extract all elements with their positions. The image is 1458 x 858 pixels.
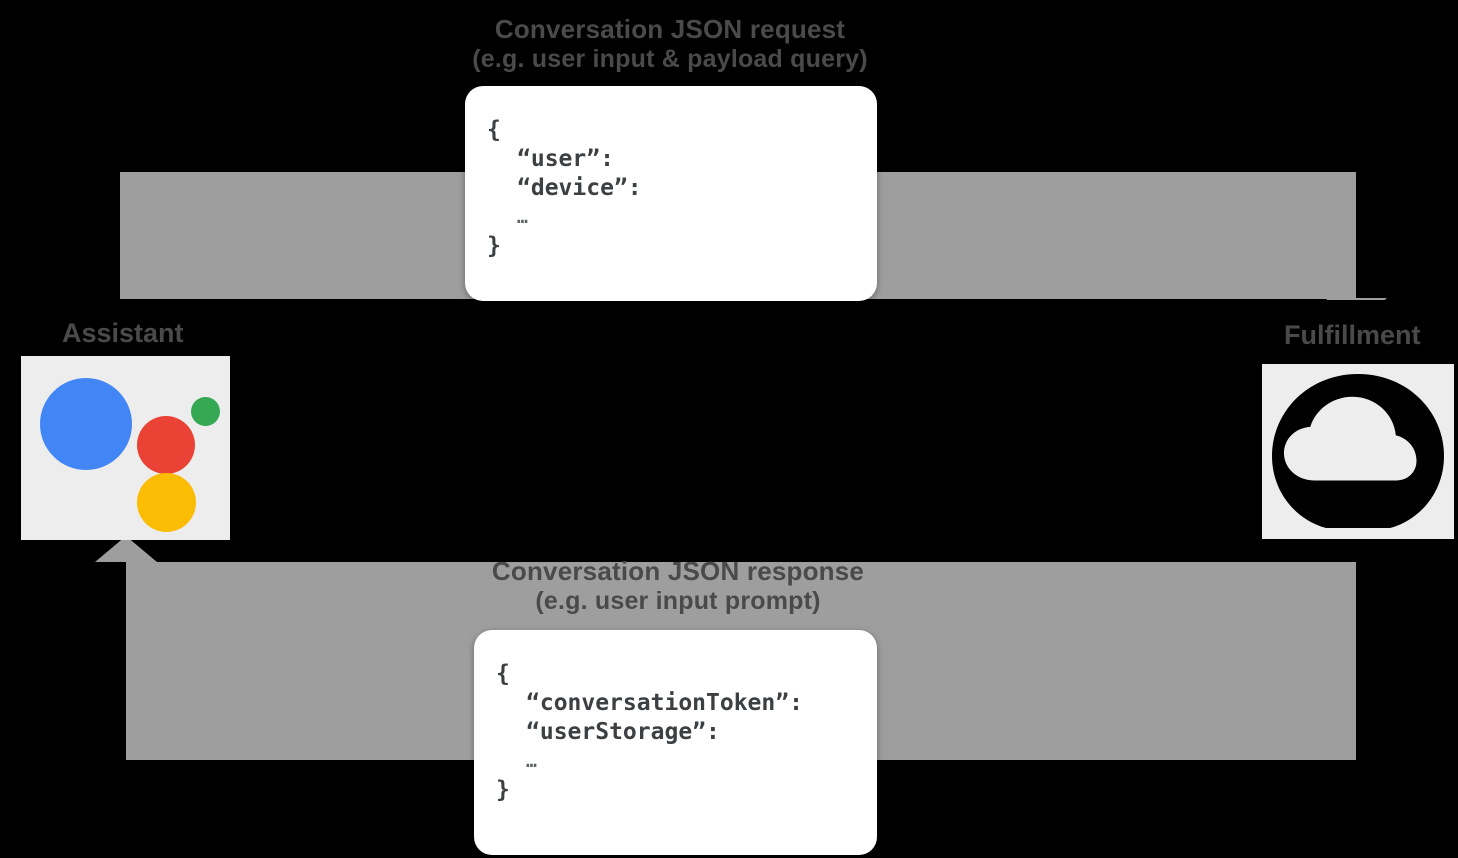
json-open-brace: { xyxy=(487,117,501,143)
fulfillment-node-caption: Fulfillment xyxy=(1284,320,1421,350)
json-ellipsis: … xyxy=(526,751,537,772)
response-flow-title: Conversation JSON response xyxy=(491,556,865,586)
request-json-bubble: { “user”: “device”: … } xyxy=(465,86,877,301)
json-close-brace: } xyxy=(496,777,510,803)
assistant-dot-blue-icon xyxy=(40,378,132,470)
json-field: “user”: xyxy=(517,146,614,172)
json-open-brace: { xyxy=(496,661,510,687)
response-flow-label: Conversation JSON response (e.g. user in… xyxy=(0,556,1356,616)
assistant-dot-yellow-icon xyxy=(137,473,196,532)
json-field: “conversationToken”: xyxy=(526,690,803,716)
json-field: “userStorage”: xyxy=(526,719,720,745)
mid-divider-band xyxy=(0,300,1458,562)
assistant-dot-green-icon xyxy=(191,397,220,426)
json-ellipsis: … xyxy=(517,207,528,228)
response-flow-subtitle: (e.g. user input prompt) xyxy=(535,587,821,615)
request-flow-title: Conversation JSON request xyxy=(494,14,846,44)
response-arrow-head-icon xyxy=(95,536,157,562)
request-flow-label: Conversation JSON request (e.g. user inp… xyxy=(0,14,1340,74)
cloud-icon xyxy=(1262,364,1454,539)
cloud-glyph-icon xyxy=(1272,374,1444,528)
json-close-brace: } xyxy=(487,233,501,259)
assistant-dot-red-icon xyxy=(137,416,195,474)
json-field: “device”: xyxy=(517,175,642,201)
assistant-node-caption: Assistant xyxy=(62,318,184,348)
google-assistant-icon xyxy=(21,356,230,540)
request-flow-subtitle: (e.g. user input & payload query) xyxy=(472,45,868,73)
response-json-bubble: { “conversationToken”: “userStorage”: … … xyxy=(474,630,877,855)
